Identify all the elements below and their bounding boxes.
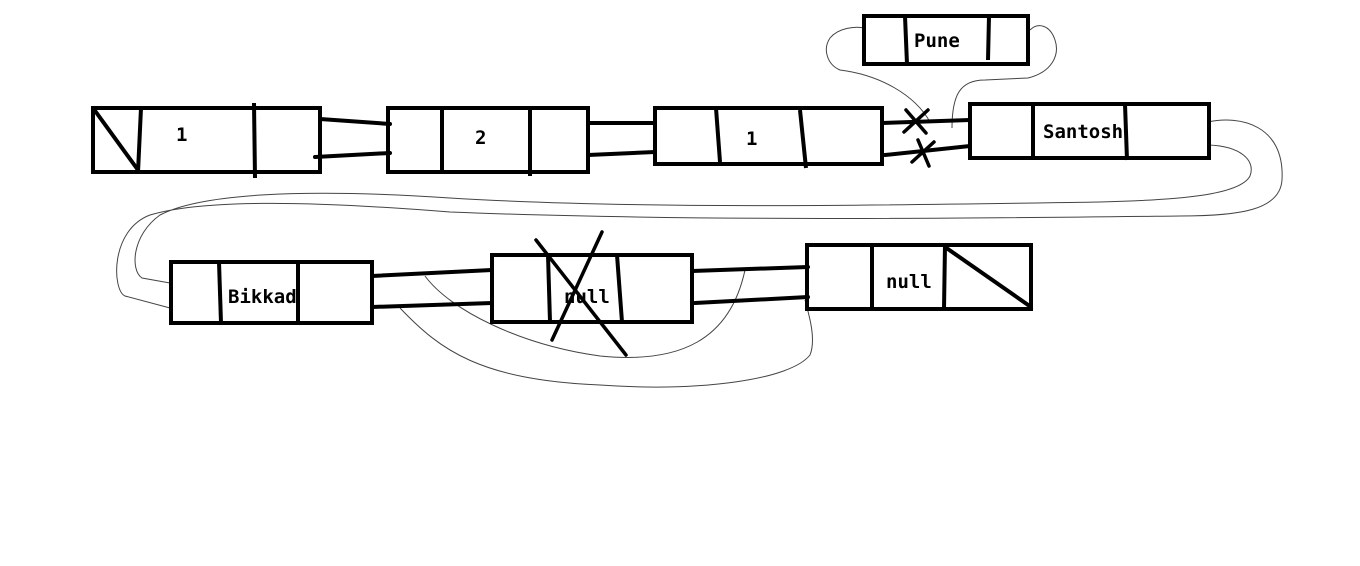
link-2-1-prev <box>313 151 392 159</box>
node-3-label: 1 <box>746 128 757 150</box>
link-deleted-tail-next <box>690 265 810 273</box>
node-bikkad-label: Bikkad <box>228 286 297 308</box>
node-deleted: null <box>490 230 694 357</box>
cut-mark-2b <box>910 140 936 164</box>
node-1: 1 <box>91 102 322 179</box>
link-1-2-next <box>318 117 392 126</box>
node-tail-label: null <box>886 271 932 293</box>
node-pune-label: Pune <box>914 30 960 52</box>
node-2-label: 2 <box>475 127 486 149</box>
delete-cross-a <box>534 238 628 357</box>
node-3: 1 <box>653 106 884 169</box>
node-tail: null <box>805 243 1033 311</box>
link-tail-deleted-prev <box>693 295 810 305</box>
node-bikkad: Bikkad <box>169 260 374 325</box>
link-deleted-bikkad-prev <box>370 301 494 309</box>
node-2: 2 <box>386 106 590 176</box>
null-prev-slash <box>91 106 140 172</box>
link-bikkad-deleted-next <box>370 268 494 278</box>
link-santosh-3-prev <box>883 144 972 157</box>
delete-cross-b <box>550 230 604 342</box>
null-next-slash <box>943 245 1033 309</box>
link-3-2-prev <box>586 150 657 157</box>
cut-mark-1b <box>902 108 930 134</box>
rerouted-path-outline <box>116 25 1283 388</box>
node-santosh: Santosh <box>968 102 1211 161</box>
node-santosh-label: Santosh <box>1043 121 1123 143</box>
node-pune: Pune <box>862 14 1030 66</box>
link-3-santosh-next <box>880 118 972 125</box>
node-1-label: 1 <box>176 124 187 146</box>
